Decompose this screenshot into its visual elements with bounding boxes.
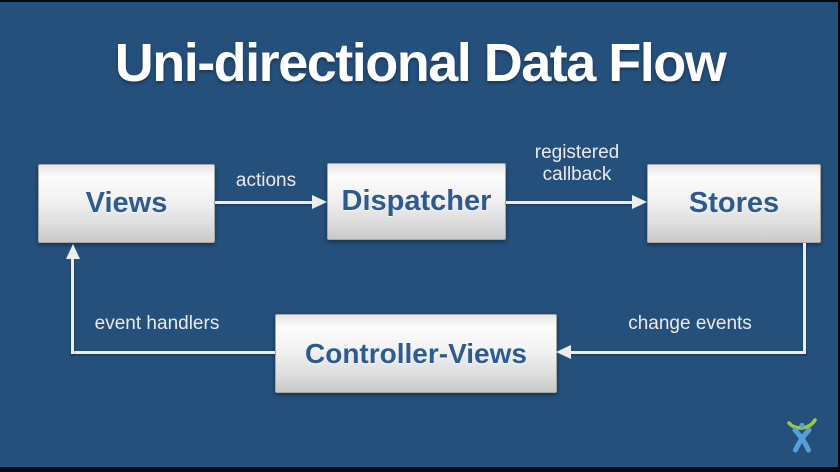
logo-head [799, 422, 805, 429]
node-controller-views-label: Controller-Views [305, 337, 527, 369]
edge-dispatcher-stores-line [506, 201, 633, 204]
node-dispatcher-label: Dispatcher [341, 185, 492, 217]
arrowhead-right-icon [632, 195, 647, 209]
edge-controller-views-line-vertical [71, 257, 74, 354]
arrowhead-left-icon [556, 345, 571, 359]
edge-stores-controller-line-horizontal [570, 351, 806, 354]
edge-stores-controller-label: change events [628, 313, 752, 334]
edge-views-dispatcher-label: actions [235, 170, 297, 191]
arrowhead-up-icon [66, 244, 80, 259]
node-views: Views [38, 164, 215, 243]
node-stores: Stores [647, 164, 821, 243]
edge-controller-views-label: event handlers [94, 313, 220, 334]
letterbox-bottom [0, 467, 840, 472]
edge-views-dispatcher-line [215, 201, 314, 204]
edge-stores-controller-line-vertical [803, 243, 806, 354]
edge-dispatcher-stores-label: registered callback [534, 142, 620, 185]
letterbox-top [0, 0, 840, 2]
node-stores-label: Stores [688, 187, 780, 219]
node-views-label: Views [85, 187, 168, 219]
letterbox-right [838, 0, 840, 472]
atlassian-logo-icon [786, 413, 818, 453]
edge-controller-views-line-horizontal [71, 351, 275, 354]
page-title: Uni-directional Data Flow [114, 33, 727, 93]
node-dispatcher: Dispatcher [327, 163, 506, 240]
logo-x-stroke-2 [793, 427, 812, 453]
node-controller-views: Controller-Views [275, 314, 557, 393]
arrowhead-right-icon [312, 195, 327, 209]
